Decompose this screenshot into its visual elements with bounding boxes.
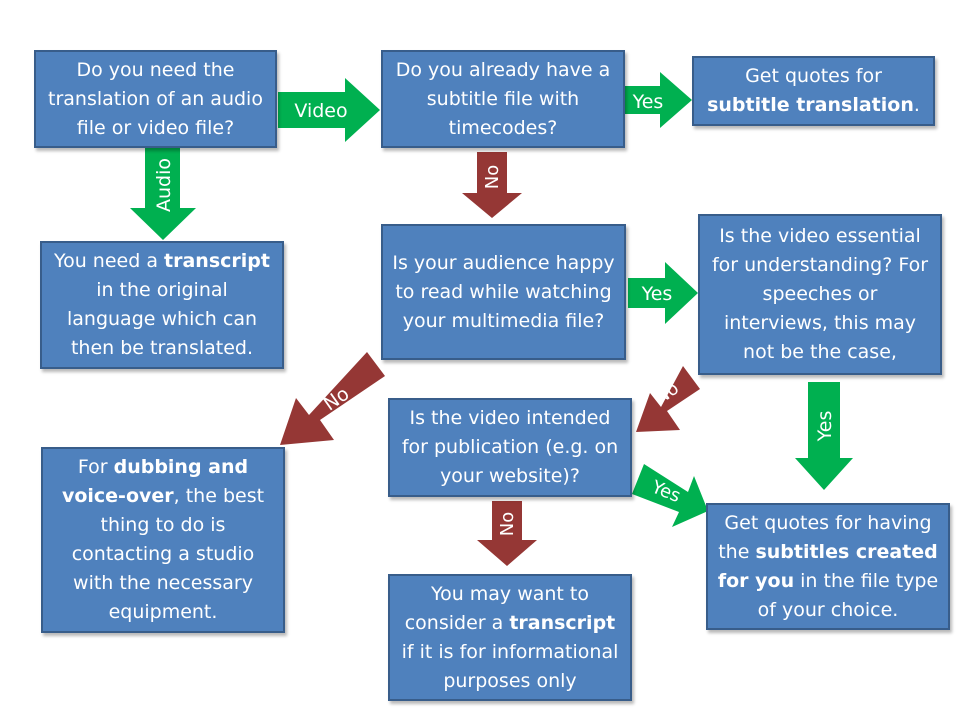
text-run: Do you already have a subtitle file with… <box>395 58 611 139</box>
bold-text: dubbing and voice-over <box>61 456 249 507</box>
text-run: in the original language which can then … <box>66 279 258 359</box>
arrow-no-subtitle: No <box>462 152 522 218</box>
result-need-transcript: You need a transcript in the original la… <box>40 241 284 369</box>
result-subtitles-created: Get quotes for having the subtitles crea… <box>706 503 950 630</box>
arrow-video-label: Video <box>294 100 347 122</box>
arrow-yes-publication: Yes <box>632 464 708 527</box>
result-subtitle-translation-text: Get quotes for subtitle translation. <box>702 62 925 120</box>
arrow-yes-essential: Yes <box>795 382 853 490</box>
arrow-audio-label: Audio <box>153 158 175 212</box>
question-audience-read-text: Is your audience happy to read while wat… <box>391 249 616 336</box>
bold-text: subtitle translation <box>707 94 914 116</box>
arrow-yes-subtitle-label: Yes <box>632 91 664 113</box>
question-video-publication-text: Is the video intended for publication (e… <box>398 404 622 491</box>
arrow-yes-audience-label: Yes <box>641 283 673 305</box>
text-run: Get quotes for having the <box>718 511 932 563</box>
question-video-publication: Is the video intended for publication (e… <box>388 398 632 497</box>
result-dubbing-voiceover-text: For dubbing and voice-over, the best thi… <box>51 453 275 627</box>
text-run: in the file type of your choice. <box>757 569 939 621</box>
arrow-audio: Audio <box>130 148 196 240</box>
arrow-no-publication-label: No <box>497 512 518 536</box>
arrow-yes-audience: Yes <box>628 262 698 324</box>
result-need-transcript-text: You need a transcript in the original la… <box>50 247 274 363</box>
text-run: Is your audience happy to read while wat… <box>392 251 615 332</box>
question-translation-type-text: Do you need the translation of an audio … <box>44 56 267 143</box>
result-dubbing-voiceover: For dubbing and voice-over, the best thi… <box>41 447 285 633</box>
result-subtitles-created-text: Get quotes for having the subtitles crea… <box>716 509 940 625</box>
arrow-no-subtitle-label: No <box>482 165 503 189</box>
bold-text: subtitles created for you <box>717 540 938 592</box>
bold-text: transcript <box>509 611 616 634</box>
text-run: , the best thing to do is contacting a s… <box>71 485 265 623</box>
arrow-no-essential: No <box>636 366 700 432</box>
arrow-no-publication: No <box>477 501 537 566</box>
question-subtitle-file-text: Do you already have a subtitle file with… <box>391 56 615 143</box>
text-run: Get quotes for <box>745 65 882 87</box>
result-subtitle-translation: Get quotes for subtitle translation. <box>692 56 935 126</box>
text-run: For <box>77 456 114 478</box>
question-translation-type: Do you need the translation of an audio … <box>34 50 277 148</box>
arrow-video: Video <box>278 78 380 142</box>
question-video-essential: Is the video essential for understanding… <box>698 214 942 375</box>
text-run: You need a <box>54 250 165 272</box>
question-audience-read: Is your audience happy to read while wat… <box>381 224 626 360</box>
result-consider-transcript-text: You may want to consider a transcript if… <box>398 580 622 696</box>
question-video-essential-text: Is the video essential for understanding… <box>708 222 932 367</box>
question-subtitle-file: Do you already have a subtitle file with… <box>381 50 625 148</box>
bold-text: transcript <box>164 250 270 272</box>
text-run: Is the video essential for understanding… <box>711 225 929 363</box>
result-consider-transcript: You may want to consider a transcript if… <box>388 574 632 701</box>
text-run: Is the video intended for publication (e… <box>401 407 619 487</box>
text-run: . <box>913 94 920 116</box>
text-run: if it is for informational purposes only <box>401 640 619 692</box>
arrow-yes-subtitle: Yes <box>625 72 692 128</box>
text-run: You may want to consider a <box>404 582 589 634</box>
arrow-no-audience: No <box>280 352 385 445</box>
text-run: Do you need the translation of an audio … <box>48 58 263 139</box>
arrow-yes-essential-label: Yes <box>814 411 836 443</box>
